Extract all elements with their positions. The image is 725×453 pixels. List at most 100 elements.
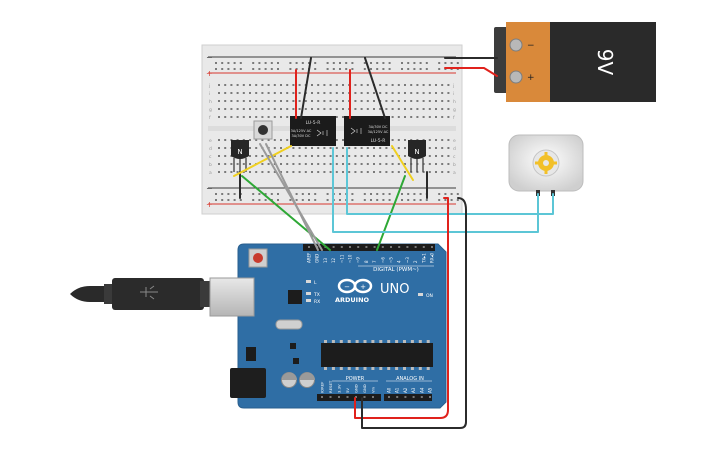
l-label: L: [314, 280, 317, 286]
digital-pin-label: GND: [315, 254, 320, 263]
digital-pin-label: 7: [372, 260, 377, 263]
transistor-2[interactable]: N: [408, 140, 426, 172]
wire-gnd-black[interactable]: [361, 197, 467, 429]
battery-9v[interactable]: − + 9V: [494, 22, 656, 102]
battery-plus-label: +: [527, 73, 535, 83]
wire-5v-red[interactable]: [354, 197, 449, 419]
analog-in-label: ANALOG IN: [396, 376, 424, 382]
wire-relay2-black[interactable]: [364, 57, 386, 119]
row-letter: f: [453, 115, 455, 121]
relay-1[interactable]: LU-5-R 3A/125V AC 3A/30V DC: [290, 116, 336, 146]
wire-yellow-1[interactable]: [233, 145, 292, 177]
pushbutton[interactable]: [253, 120, 273, 140]
battery-body: [550, 22, 656, 102]
power-pin-label: RESET: [328, 380, 333, 393]
analog-pin-label: A2: [403, 387, 408, 393]
relay-2-body: [344, 116, 390, 146]
arduino-infinity-logo-icon: − +: [337, 278, 373, 294]
row-letter: c: [453, 155, 456, 160]
l-led: [306, 280, 311, 283]
arduino-model-label: UNO: [380, 282, 409, 297]
voltage-regulator: [246, 347, 256, 361]
row-letter: d: [209, 146, 212, 152]
power-label: POWER: [346, 376, 365, 382]
relay-1-rating-dc: 3A/30V DC: [292, 134, 311, 138]
rail-minus-label: −: [206, 184, 213, 193]
battery-positive-terminal[interactable]: [509, 70, 523, 84]
row-letter: i: [209, 91, 210, 97]
digital-pin-label: ~6: [380, 257, 385, 263]
rail-minus-label: −: [206, 53, 213, 62]
relay-2-symbol-icon: [350, 127, 362, 135]
usb-b-port: [209, 277, 255, 317]
relay-2-rating-dc: 3A/30V DC: [369, 125, 388, 129]
row-letter: b: [453, 162, 456, 168]
wire-relay1-black[interactable]: [300, 57, 312, 119]
battery-terminal-block: [494, 27, 508, 93]
digital-pin-label: AREF: [307, 252, 312, 263]
digital-pin-label: 12: [331, 257, 336, 263]
digital-pin-label: 13: [323, 257, 328, 263]
power-pin-label: 3.3V: [337, 384, 342, 393]
digital-pin-label: ~9: [356, 257, 361, 263]
digital-pin-label: 2: [413, 260, 418, 263]
battery-orange-band: [506, 22, 552, 102]
power-pin-label: Vin: [371, 386, 376, 393]
wire-yellow-2[interactable]: [391, 145, 414, 181]
digital-pwm-label: DIGITAL (PWM~): [373, 267, 419, 273]
tx-label: TX: [313, 292, 320, 298]
rx-led: [306, 299, 311, 302]
row-letter: a: [453, 171, 456, 176]
wire-battery-positive[interactable]: [444, 67, 498, 77]
transistor-1-body: [231, 140, 249, 159]
row-letter: j: [452, 83, 454, 89]
row-letter: h: [453, 99, 456, 105]
reset-button[interactable]: [253, 253, 263, 263]
digital-pin-label: ~10: [348, 254, 353, 263]
svg-text:−: −: [344, 283, 350, 291]
wire-cyan-motor-2[interactable]: [346, 147, 554, 215]
dc-barrel-jack: [230, 368, 266, 398]
wire-gray-2[interactable]: [265, 143, 319, 251]
svg-text:+: +: [360, 283, 366, 291]
battery-negative-terminal[interactable]: [509, 38, 523, 52]
rail-plus-label: +: [206, 200, 213, 209]
relay-2[interactable]: 3A/30V DC 3A/125V AC LU-5-R: [344, 116, 390, 146]
row-letter: e: [209, 139, 212, 144]
analog-pin-label: A0: [387, 387, 392, 393]
row-letter: b: [209, 162, 212, 168]
row-letter: h: [209, 99, 212, 105]
analog-header: [384, 394, 432, 401]
row-letter: c: [209, 155, 212, 160]
battery-minus-label: −: [527, 41, 535, 51]
relay-1-rating-ac: 3A/125V AC: [291, 129, 312, 133]
crystal-oscillator: [275, 319, 303, 330]
digital-pin-label: ~5: [389, 257, 394, 263]
usb-plug-body: [112, 278, 204, 310]
relay-1-symbol-icon: [316, 129, 328, 137]
transistor-1-label: N: [237, 148, 242, 156]
digital-pin-label: ~3: [405, 257, 410, 263]
row-letter: f: [209, 115, 211, 121]
dc-motor[interactable]: [508, 134, 584, 196]
digital-pin-label: RX◂0: [430, 252, 435, 263]
analog-pin-label: A3: [411, 387, 416, 393]
row-letter: a: [209, 171, 212, 176]
pushbutton-cap[interactable]: [258, 125, 268, 135]
relay-2-rating-ac: 3A/125V AC: [368, 130, 389, 134]
power-pin-label: 5V: [345, 388, 350, 393]
transistor-2-label: N: [414, 148, 419, 156]
transistor-1[interactable]: N: [231, 140, 249, 172]
row-letter: d: [453, 146, 456, 152]
usb-cable[interactable]: [70, 278, 212, 310]
row-letter: i: [453, 91, 454, 97]
digital-pin-label: 4: [397, 260, 402, 263]
battery-voltage-label: 9V: [593, 49, 617, 76]
power-header: [317, 394, 381, 401]
power-pin-label: GND: [362, 384, 367, 393]
analog-pin-label: A4: [419, 387, 424, 393]
on-label: ON: [426, 293, 433, 299]
